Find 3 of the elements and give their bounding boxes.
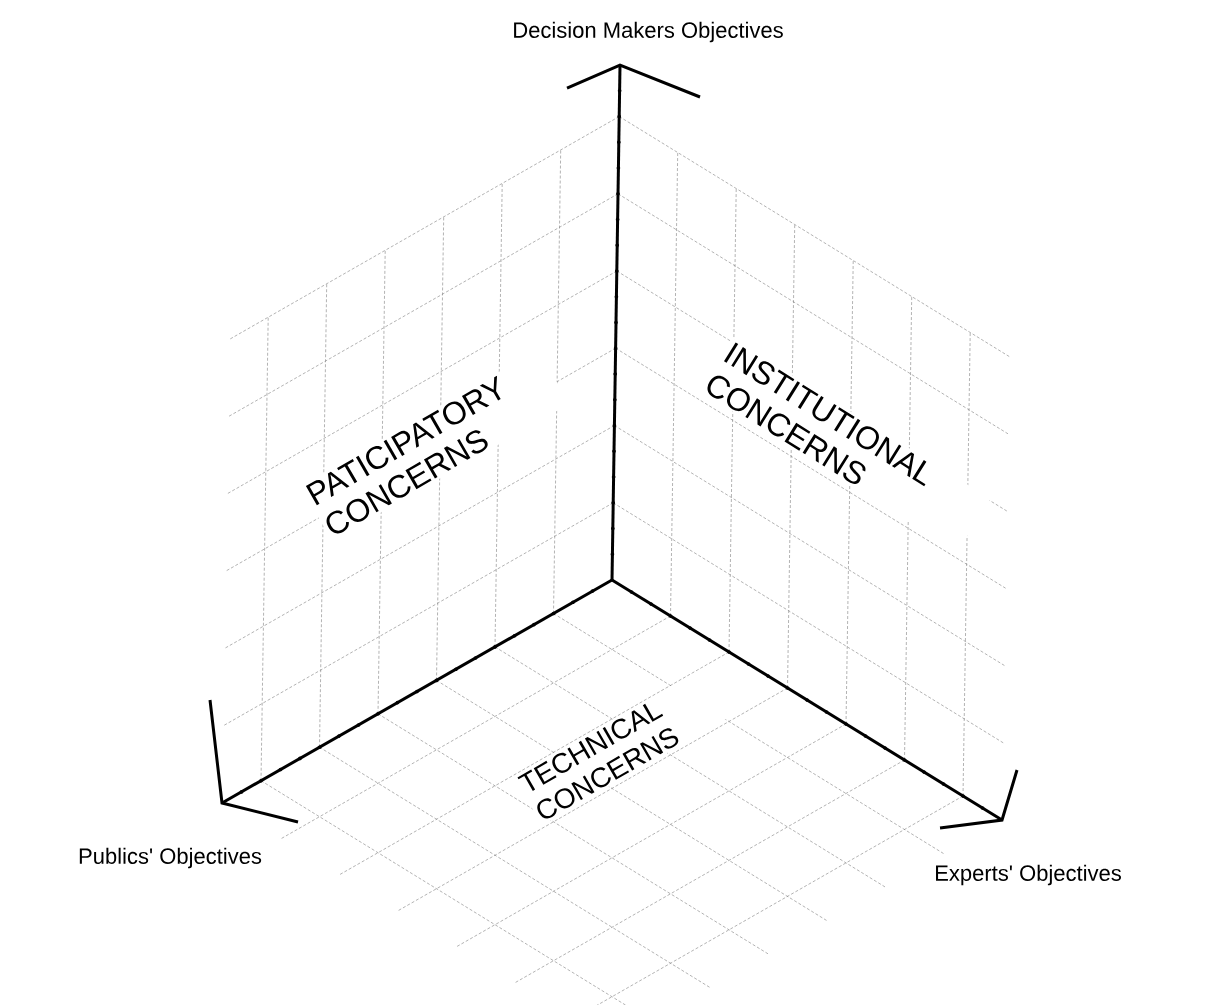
axis-label: Experts' Objectives <box>936 864 1121 886</box>
axis-label: Publics' Objectives <box>79 847 262 869</box>
axis-label: Decision Makers Objectives <box>514 21 783 43</box>
